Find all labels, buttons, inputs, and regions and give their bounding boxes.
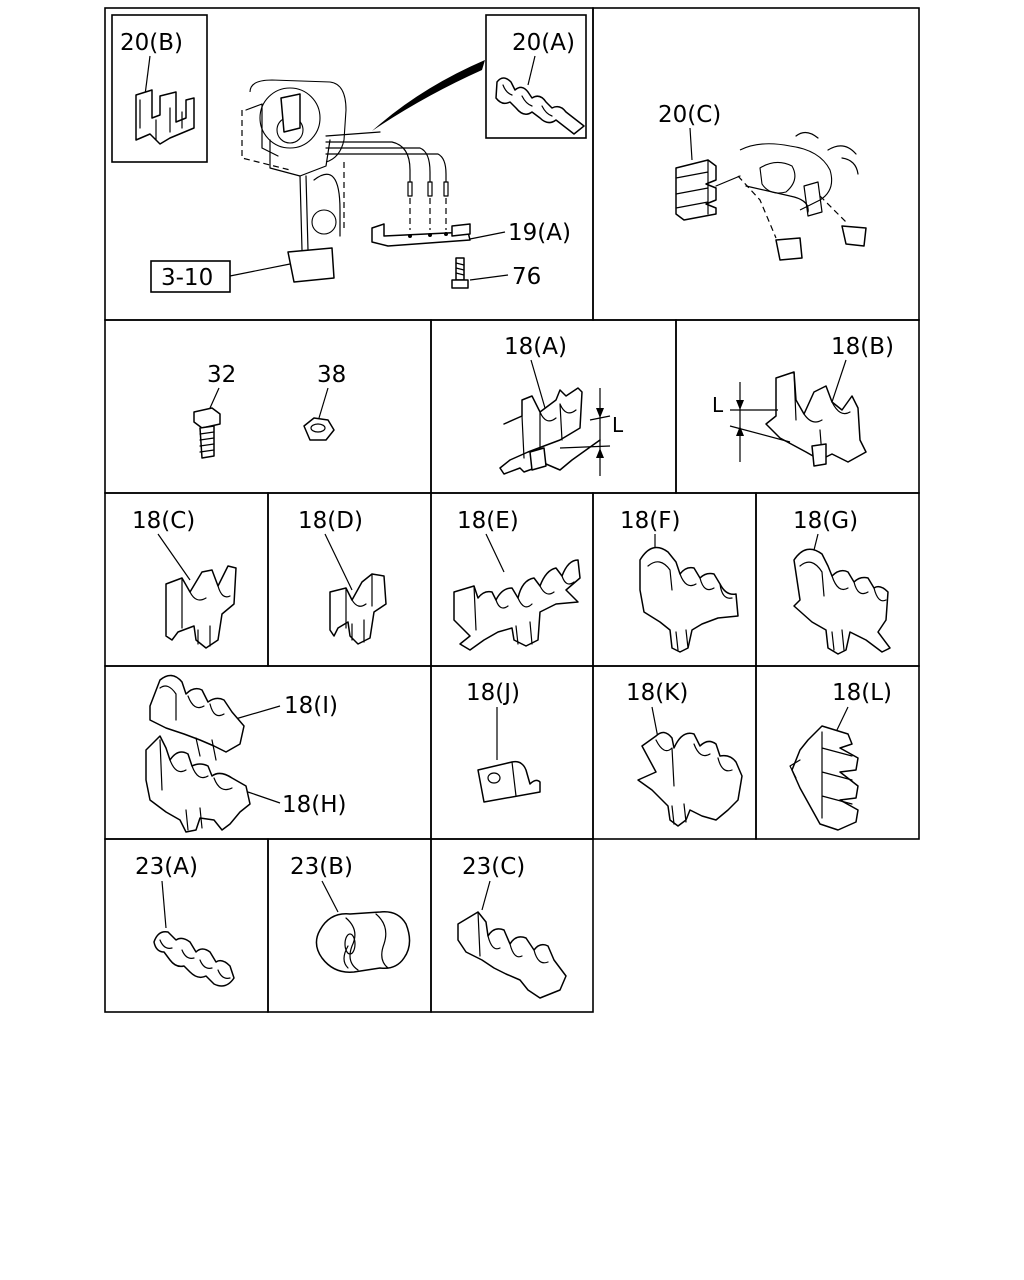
label-18j: 18(J)	[466, 680, 520, 706]
leader-19a	[469, 231, 506, 240]
label-18c: 18(C)	[132, 508, 195, 534]
pedal-assembly-drawing	[241, 79, 471, 283]
leader-23a	[161, 880, 167, 929]
curved-pointer-arrow	[372, 60, 485, 131]
label-18f: 18(F)	[620, 508, 680, 534]
bolt-76-drawing	[451, 257, 469, 289]
leader-18e	[485, 533, 505, 573]
leader-18h	[247, 791, 281, 804]
clip-18h-drawing	[145, 735, 251, 833]
clip-23a-drawing	[153, 930, 235, 987]
label-23c: 23(C)	[462, 854, 525, 880]
label-18d: 18(D)	[298, 508, 363, 534]
clip-20a-drawing	[495, 77, 585, 135]
leader-18g	[813, 533, 819, 551]
clip-23b-drawing	[315, 911, 411, 973]
clip-18k-drawing	[637, 731, 743, 827]
clip-18e-drawing	[453, 559, 581, 651]
label-18b: 18(B)	[831, 334, 894, 360]
clip-20c-drawing	[675, 159, 717, 221]
clip-18f-drawing	[639, 546, 739, 653]
grid-frames	[104, 7, 920, 1013]
clip-18c-drawing	[165, 565, 237, 649]
leader-20b	[144, 55, 151, 96]
ref-box-3-10	[150, 260, 231, 293]
bolt-32-drawing	[193, 407, 221, 459]
leader-18i	[231, 705, 281, 721]
leader-3-10	[229, 263, 291, 277]
label-18h: 18(H)	[282, 792, 347, 818]
cell-18l	[755, 665, 920, 840]
label-20c: 20(C)	[658, 102, 721, 128]
leader-18l	[835, 706, 849, 733]
dimension-L-18b	[729, 382, 791, 462]
clip-18b-drawing	[765, 371, 867, 467]
clip-20b-drawing	[135, 89, 195, 145]
label-18l: 18(L)	[832, 680, 892, 706]
label-23a: 23(A)	[135, 854, 198, 880]
clip-18i-drawing	[149, 674, 245, 761]
label-32: 32	[207, 362, 236, 388]
label-18a: 18(A)	[504, 334, 567, 360]
label-18k: 18(K)	[626, 680, 688, 706]
leader-18c	[157, 533, 191, 581]
cell-23c	[430, 838, 594, 1013]
leader-23b	[321, 880, 339, 913]
clip-23c-drawing	[457, 911, 567, 999]
clip-18d-drawing	[329, 573, 387, 645]
pedal-mount-drawing	[715, 131, 867, 261]
label-18g: 18(G)	[793, 508, 858, 534]
inset-box-20b	[111, 14, 208, 163]
clip-18g-drawing	[793, 548, 891, 655]
clip-18l-drawing	[789, 725, 859, 831]
dim-label-L-18a: L	[612, 413, 624, 437]
inset-box-20a	[485, 14, 587, 139]
cell-20c	[592, 7, 920, 321]
clip-18j-drawing	[477, 760, 541, 803]
leader-18a	[530, 359, 546, 409]
label-20b: 20(B)	[120, 30, 183, 56]
label-20a: 20(A)	[512, 30, 575, 56]
leader-23c	[481, 880, 491, 911]
dimension-L-18a	[559, 388, 611, 476]
label-18i: 18(I)	[284, 693, 338, 719]
dim-label-L-18b: L	[712, 393, 724, 417]
label-18e: 18(E)	[457, 508, 519, 534]
leader-20a	[527, 55, 536, 86]
leader-20c	[689, 127, 693, 161]
leader-38	[318, 387, 329, 419]
leader-18d	[324, 533, 353, 591]
leader-18k	[651, 706, 659, 739]
clip-18a-drawing	[499, 387, 601, 475]
label-3-10: 3-10	[161, 265, 213, 291]
label-76: 76	[512, 264, 541, 290]
cell-32-38	[104, 319, 432, 494]
label-38: 38	[317, 362, 346, 388]
label-23b: 23(B)	[290, 854, 353, 880]
label-19a: 19(A)	[508, 220, 571, 246]
nut-38-drawing	[303, 417, 335, 441]
leader-32	[209, 387, 220, 409]
leader-76	[469, 274, 509, 281]
